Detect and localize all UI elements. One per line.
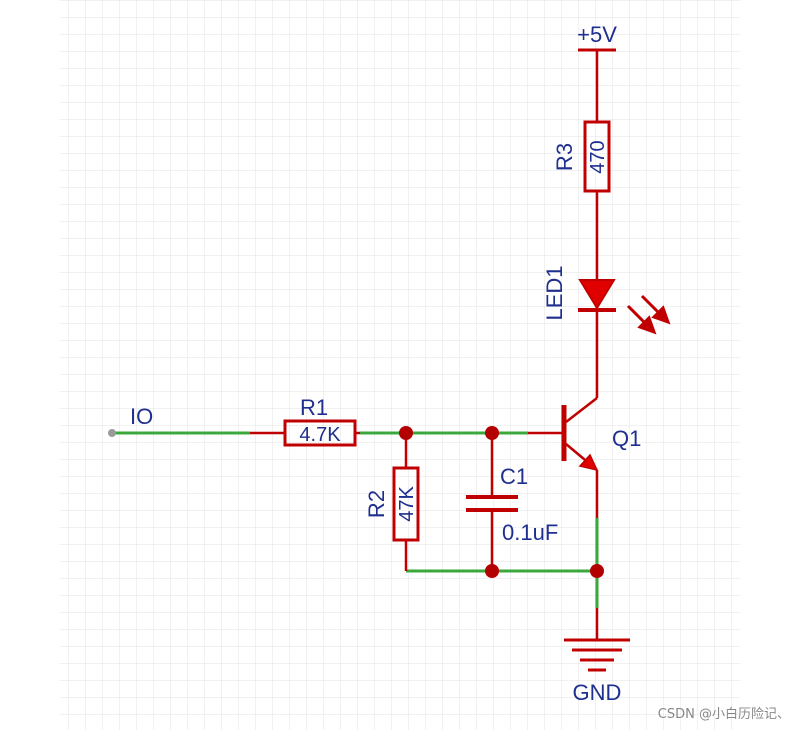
r3-resistor: R3 470 <box>552 120 611 193</box>
wires <box>112 431 599 608</box>
ground-symbol: GND <box>564 638 630 705</box>
c1-capacitor: C1 0.1uF <box>466 464 558 545</box>
r3-ref: R3 <box>552 143 577 171</box>
junction-c1-bottom <box>485 564 499 578</box>
io-terminal <box>108 429 116 437</box>
r3-value: 470 <box>587 140 609 173</box>
grid-background <box>60 0 740 730</box>
vcc-symbol: +5V <box>577 22 617 52</box>
junction-c1-top <box>485 426 499 440</box>
q1-ref: Q1 <box>612 426 641 451</box>
io-label: IO <box>130 404 153 429</box>
c1-ref: C1 <box>500 464 528 489</box>
r2-ref: R2 <box>364 490 389 518</box>
r2-resistor: R2 47K <box>364 466 420 542</box>
junction-r2-top <box>399 426 413 440</box>
watermark: CSDN @小白历险记、 <box>657 707 790 722</box>
junction-gnd <box>590 564 604 578</box>
led1-diode: LED1 <box>542 265 671 335</box>
led1-ref: LED1 <box>542 265 567 320</box>
led-emission-arrows <box>626 294 671 335</box>
junctions <box>399 426 604 578</box>
r2-value: 47K <box>396 486 418 522</box>
c1-value: 0.1uF <box>502 520 558 545</box>
vcc-label: +5V <box>577 22 617 47</box>
r1-resistor: R1 4.7K <box>283 395 357 447</box>
q1-transistor: Q1 <box>528 397 641 518</box>
r1-value: 4.7K <box>299 424 341 446</box>
gnd-label: GND <box>573 680 622 705</box>
r1-ref: R1 <box>300 395 328 420</box>
